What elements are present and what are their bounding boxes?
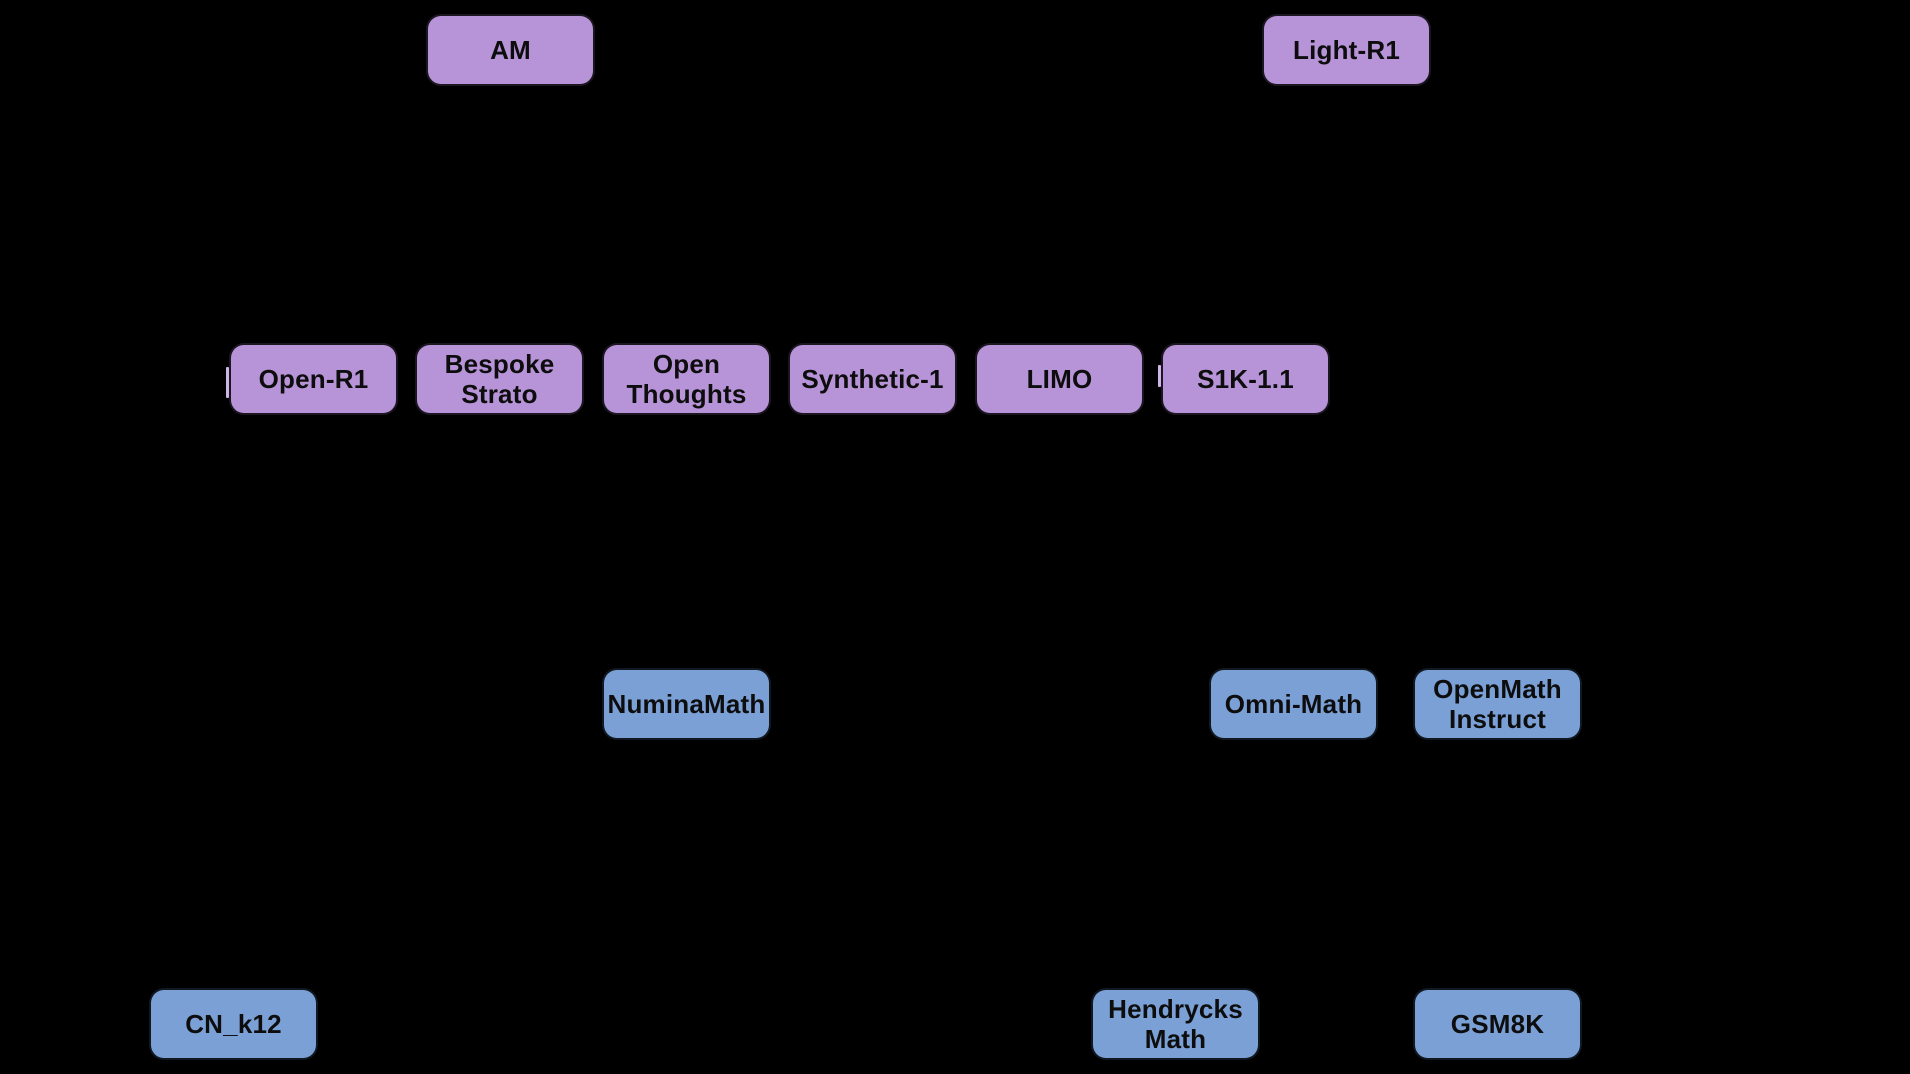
node-label-line: AM [490, 35, 531, 65]
node-label: GSM8K [1451, 1009, 1544, 1039]
node-limo: LIMO [975, 343, 1144, 415]
node-label: Light-R1 [1293, 35, 1400, 65]
node-open-r1: Open-R1 [229, 343, 398, 415]
node-label-line: OpenMath [1433, 674, 1562, 704]
node-label-line: Light-R1 [1292, 35, 1401, 65]
node-numinamath: NuminaMath [602, 668, 771, 740]
node-label-line: NuminaMath [607, 689, 766, 719]
node-gsm8k: GSM8K [1413, 988, 1582, 1060]
node-label: Omni-Math [1225, 689, 1363, 719]
node-light-r1: Light-R1 [1262, 14, 1431, 86]
node-label-line: Open-R1 [258, 364, 369, 394]
node-label: AM [490, 35, 531, 65]
node-label: Open-R1 [259, 364, 369, 394]
node-label-line: Open [652, 349, 721, 379]
node-synthetic-1: Synthetic-1 [788, 343, 957, 415]
node-label-line: GSM8K [1450, 1009, 1545, 1039]
node-label-line: Thoughts [626, 379, 747, 409]
node-label-line: LIMO [1026, 364, 1093, 394]
node-s1k-1-1: S1K-1.1 [1161, 343, 1330, 415]
connector-stub-artifact [1158, 365, 1161, 387]
node-label-line: CN_k12 [185, 1009, 282, 1039]
node-label-line: Instruct [1449, 704, 1546, 734]
node-cn_k12: CN_k12 [149, 988, 318, 1060]
node-label-line: S1K-1.1 [1197, 364, 1294, 394]
node-label-line: Omni-Math [1224, 689, 1363, 719]
node-label: CN_k12 [185, 1009, 282, 1039]
node-am: AM [426, 14, 595, 86]
connector-stub-artifact [226, 367, 229, 398]
node-label-line: Bespoke [444, 349, 555, 379]
node-label-line: Hendrycks [1108, 994, 1243, 1024]
node-label: Synthetic-1 [801, 364, 943, 394]
node-label-line: Strato [461, 379, 538, 409]
node-label: S1K-1.1 [1197, 364, 1294, 394]
node-omni-math: Omni-Math [1209, 668, 1378, 740]
node-label-line: Math [1144, 1024, 1207, 1054]
node-label: NuminaMath [608, 689, 766, 719]
node-label: LIMO [1027, 364, 1093, 394]
node-label-line: Synthetic-1 [801, 364, 944, 394]
